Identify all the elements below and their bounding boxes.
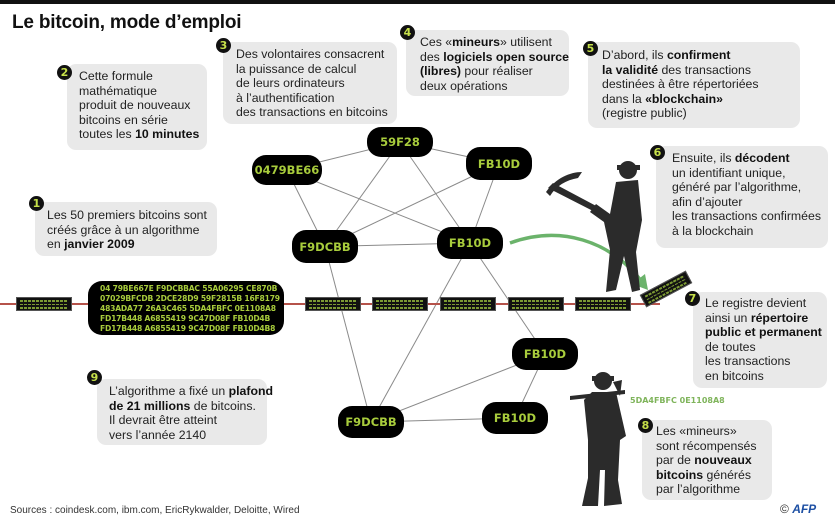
- step-text-line: la validité des transactions: [602, 62, 752, 77]
- step-text-line: de 21 millions de bitcoins.: [109, 398, 256, 413]
- genesis-line: FD17B448 A6855419 9C47D08F FB10D4B: [100, 314, 271, 323]
- sources-footer: Sources : coindesk.com, ibm.com, EricRyk…: [10, 505, 300, 516]
- step-text-line: Ces «mineurs» utilisent: [420, 35, 552, 49]
- step-text-line: à l’authentification: [236, 90, 335, 105]
- step-text-line: mathématique: [79, 83, 157, 98]
- network-edge: [399, 141, 471, 244]
- network-node: 0479BE66: [252, 155, 322, 185]
- network-node: FB10D: [482, 402, 548, 434]
- step-4-badge: 4: [400, 25, 415, 40]
- step-9-badge: 9: [87, 370, 102, 385]
- step-7-badge: 7: [685, 291, 700, 306]
- network-edge: [324, 163, 500, 247]
- step-3-badge: 3: [216, 38, 231, 53]
- network-node: F9DCBB: [292, 230, 358, 263]
- step-text-line: généré par l’algorithme,: [672, 180, 802, 195]
- network-edge: [324, 246, 372, 423]
- step-text-line: Les «mineurs»: [656, 424, 737, 438]
- miner-shovel-icon: [570, 372, 626, 506]
- network-node: FB10D: [466, 147, 532, 180]
- chain-block: [16, 297, 72, 311]
- step-1-badge: 1: [29, 196, 44, 211]
- step-text-line: Le registre devient: [705, 296, 807, 310]
- step-text-line: ainsi un répertoire: [705, 310, 809, 325]
- step-text-line: (registre public): [602, 106, 687, 121]
- genesis-block: 04 79BE667E F9DCBBAC 55A06295 CE870B 070…: [88, 281, 284, 335]
- top-bar: [0, 0, 835, 4]
- chain-block: [305, 297, 361, 311]
- step-text-line: la puissance de calcul: [236, 61, 357, 76]
- step-text-line: (libres) pour réaliser: [420, 64, 533, 79]
- step-text-line: bitcoins en série: [79, 112, 168, 127]
- hash-label: 5DA4FBFC 0E1108A8: [630, 396, 725, 405]
- step-text-line: en bitcoins: [705, 368, 764, 383]
- afp-logo: AFP: [792, 502, 817, 516]
- genesis-line: 483ADA77 26A3C465 5DA4FBFC 0E1108A8: [100, 304, 276, 313]
- step-text-line: à la blockchain: [672, 223, 754, 238]
- network-edge: [324, 141, 401, 247]
- step-text-line: Des volontaires consacrent: [236, 47, 385, 61]
- step-text-line: D’abord, ils confirment: [602, 48, 731, 62]
- chain-block: [372, 297, 428, 311]
- step-text-line: vers l’année 2140: [109, 427, 207, 442]
- chain-block: [575, 297, 631, 311]
- step-6-badge: 6: [650, 145, 665, 160]
- genesis-line: FD17B448 A6855419 9C47D08F FB10D4B8: [100, 324, 276, 333]
- step-text-line: destinées à être répertoriées: [602, 77, 759, 92]
- step-text-line: Cette formule: [79, 69, 153, 83]
- step-text-line: de leurs ordinateurs: [236, 76, 345, 91]
- step-text-line: de toutes: [705, 339, 756, 354]
- step-text-line: sont récompensés: [656, 438, 757, 453]
- network-node: FB10D: [512, 338, 578, 370]
- step-text-line: Ensuite, ils décodent: [672, 151, 790, 165]
- step-text-line: par de nouveaux: [656, 453, 752, 468]
- step-text-line: un identifiant unique,: [672, 165, 786, 180]
- step-text-line: par l’algorithme: [656, 482, 741, 497]
- step-8-badge: 8: [638, 418, 653, 433]
- network-node: FB10D: [437, 227, 503, 259]
- step-text-line: toutes les 10 minutes: [79, 127, 200, 142]
- step-text-line: les transactions confirmées: [672, 209, 821, 224]
- step-text-line: public et permanent: [705, 325, 822, 340]
- network-edge: [370, 242, 471, 423]
- step-2-badge: 2: [57, 65, 72, 80]
- miner-pickaxe-icon: [546, 161, 642, 292]
- arrow-head-icon: [632, 274, 648, 290]
- step-5-badge: 5: [583, 41, 598, 56]
- step-text-line: bitcoins générés: [656, 467, 751, 482]
- genesis-line: 07029BFCDB 2DCE28D9 59F2815B 16F8179: [100, 294, 280, 303]
- step-text-line: des transactions en bitcoins: [236, 105, 388, 120]
- step-text-line: créés grâce à un algorithme: [47, 222, 200, 237]
- step-text-line: deux opérations: [420, 78, 508, 93]
- step-text-line: dans la «blockchain»: [602, 91, 723, 106]
- step-text-line: produit de nouveaux: [79, 98, 191, 113]
- chain-block: [440, 297, 496, 311]
- step-text-line: Les 50 premiers bitcoins sont: [47, 208, 207, 222]
- chain-block: [508, 297, 564, 311]
- afp-credit: © AFP: [780, 502, 816, 516]
- step-text-line: les transactions: [705, 354, 791, 369]
- genesis-line: 04 79BE667E F9DCBBAC 55A06295 CE870B: [100, 284, 278, 293]
- page-title: Le bitcoin, mode d’emploi: [12, 12, 242, 33]
- step-text-line: afin d’ajouter: [672, 194, 743, 209]
- step-text-line: des logiciels open source: [420, 49, 569, 64]
- step-text-line: en janvier 2009: [47, 237, 135, 252]
- step-text-line: Il devrait être atteint: [109, 413, 217, 428]
- network-node: F9DCBB: [338, 406, 404, 438]
- copyright-symbol: ©: [780, 502, 789, 516]
- network-node: 59F28: [367, 127, 433, 157]
- network-edge: [469, 242, 546, 355]
- step-text-line: L’algorithme a fixé un plafond: [109, 384, 274, 398]
